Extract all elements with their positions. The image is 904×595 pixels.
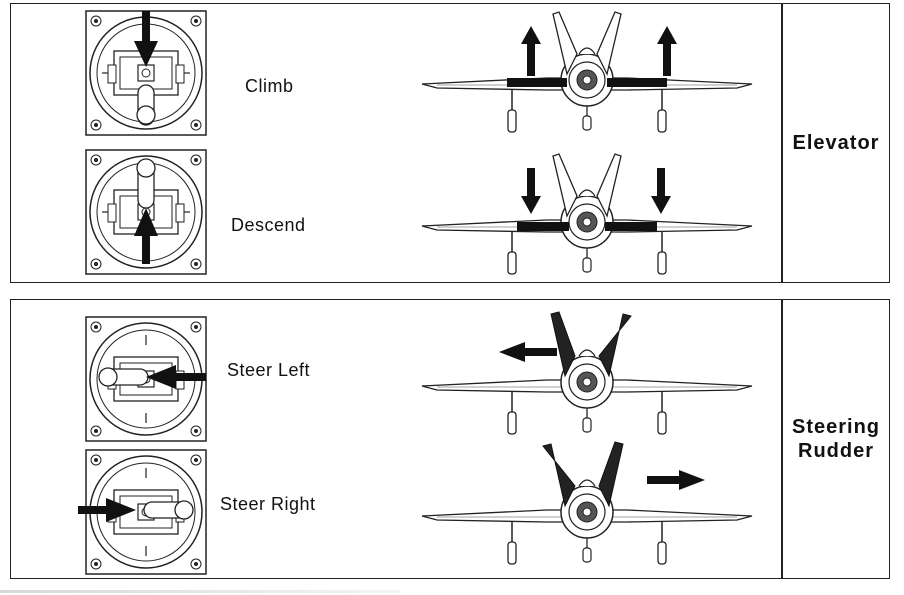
panel-divider	[781, 4, 783, 282]
climb-label: Climb	[245, 76, 294, 96]
steer-left-gimbal	[85, 316, 207, 442]
rudder-panel: Steering Rudder	[10, 299, 890, 579]
steer-left-label: Steer Left	[227, 360, 311, 380]
bottom-shadow	[0, 590, 400, 593]
elevator-illustration	[85, 10, 753, 275]
steer-right-label: Steer Right	[220, 494, 316, 514]
elevator-label: Elevator	[792, 132, 880, 154]
panel-divider	[781, 300, 783, 578]
elevator-section-label: Elevator	[783, 4, 889, 282]
descend-gimbal	[85, 149, 207, 275]
steer-right-plane	[421, 441, 753, 565]
rudder-illustration	[78, 311, 753, 575]
rudder-label-line2: Rudder	[798, 440, 874, 462]
climb-plane	[421, 11, 753, 133]
rudder-label-line1: Steering	[791, 416, 881, 438]
climb-gimbal	[85, 10, 207, 136]
descend-plane	[421, 153, 753, 275]
descend-label: Descend	[231, 215, 306, 235]
rudder-section-label: Steering Rudder	[783, 300, 889, 578]
steer-right-gimbal	[78, 449, 207, 575]
elevator-panel: Elevator	[10, 3, 890, 283]
steer-left-plane	[421, 311, 753, 435]
